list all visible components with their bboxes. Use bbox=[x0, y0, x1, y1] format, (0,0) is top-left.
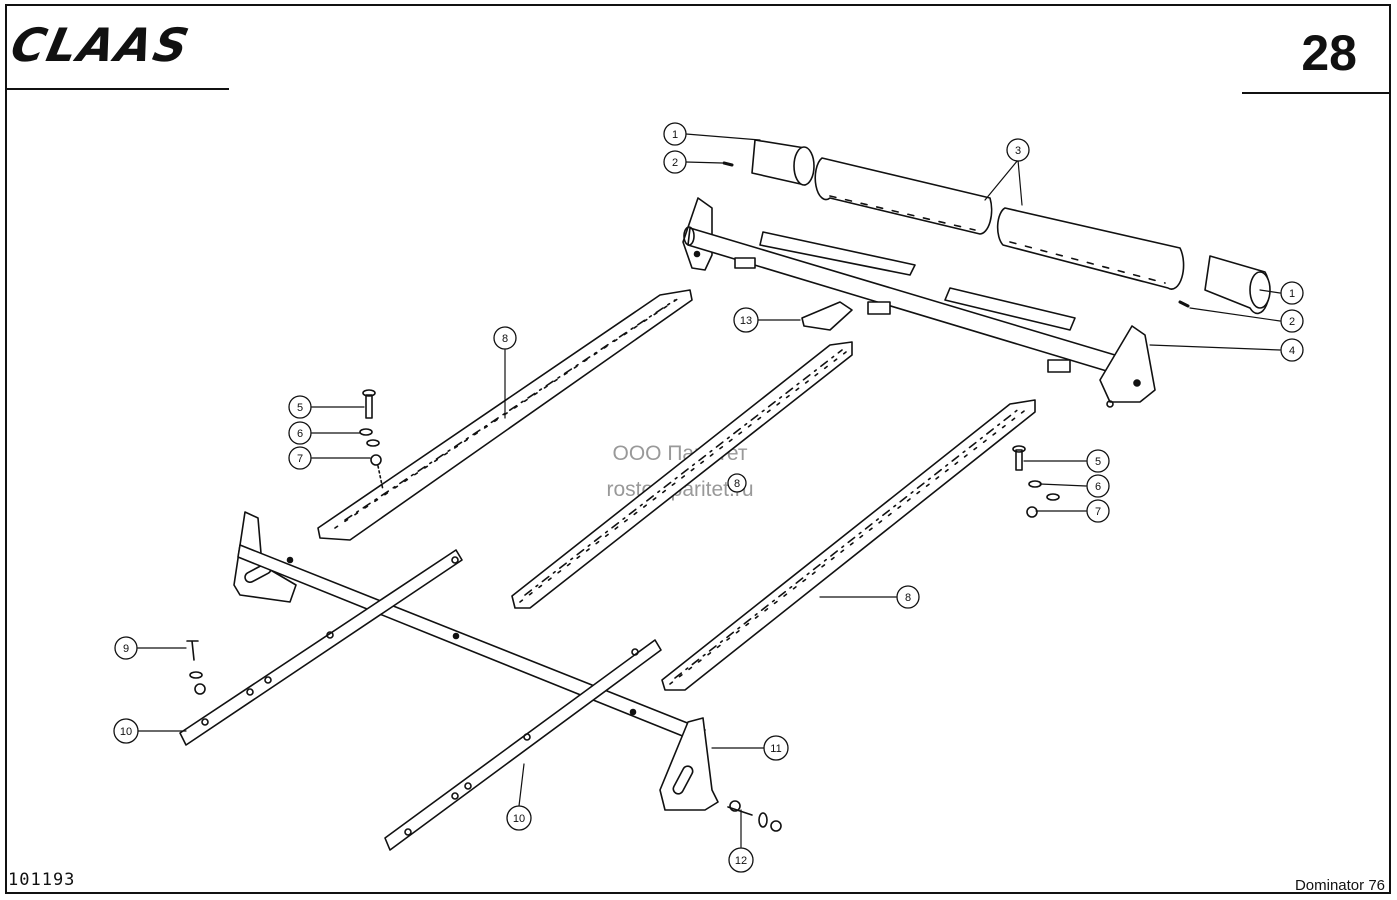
svg-text:10: 10 bbox=[120, 726, 132, 738]
callout-8-right: 8 bbox=[896, 585, 920, 609]
svg-text:6: 6 bbox=[297, 428, 303, 440]
pipe-sleeve-left bbox=[751, 139, 815, 186]
callout-4: 4 bbox=[1280, 338, 1304, 362]
drawing-frame bbox=[5, 4, 1391, 894]
half-shell-right bbox=[996, 207, 1185, 290]
callout-7-right: 7 bbox=[1086, 499, 1110, 523]
callout-12: 12 bbox=[728, 847, 754, 873]
svg-text:9: 9 bbox=[123, 643, 129, 655]
header-rule-left bbox=[5, 88, 229, 90]
flat-bar-left bbox=[179, 549, 463, 746]
callout-13: 13 bbox=[733, 307, 759, 333]
callout-1-top: 1 bbox=[663, 122, 687, 146]
pipe-sleeve-right bbox=[1204, 255, 1271, 315]
page-number: 28 bbox=[1301, 25, 1357, 81]
half-shell-left bbox=[814, 157, 993, 235]
svg-text:5: 5 bbox=[297, 402, 303, 414]
callout-5-left: 5 bbox=[288, 395, 312, 419]
wooden-slat-middle bbox=[511, 341, 853, 609]
callout-11: 11 bbox=[763, 735, 789, 761]
svg-text:1: 1 bbox=[672, 129, 678, 141]
svg-text:7: 7 bbox=[1095, 506, 1101, 518]
svg-text:6: 6 bbox=[1095, 481, 1101, 493]
svg-text:4: 4 bbox=[1289, 345, 1295, 357]
callout-10-left: 10 bbox=[113, 718, 139, 744]
callout-9: 9 bbox=[114, 636, 138, 660]
leader-lines bbox=[137, 133, 1281, 848]
drawing-number: 101193 bbox=[8, 870, 76, 890]
bolt-set-right bbox=[1012, 445, 1060, 518]
callout-8-middle: 8 bbox=[727, 473, 747, 493]
svg-text:2: 2 bbox=[1289, 316, 1295, 328]
callout-7-left: 7 bbox=[288, 446, 312, 470]
bolt-set-left bbox=[359, 389, 384, 491]
small-bracket bbox=[801, 301, 853, 331]
svg-text:3: 3 bbox=[1015, 145, 1021, 157]
callout-2-right: 2 bbox=[1280, 309, 1304, 333]
svg-text:1: 1 bbox=[1289, 288, 1295, 300]
callout-2-top: 2 bbox=[663, 150, 687, 174]
svg-text:10: 10 bbox=[513, 813, 525, 825]
svg-text:8: 8 bbox=[502, 333, 508, 345]
wooden-slat-right bbox=[661, 399, 1036, 691]
pin-left bbox=[722, 161, 734, 167]
svg-text:8: 8 bbox=[734, 478, 740, 490]
callout-8-left: 8 bbox=[493, 326, 517, 350]
svg-text:2: 2 bbox=[672, 157, 678, 169]
flat-bar-right bbox=[384, 639, 662, 851]
svg-text:5: 5 bbox=[1095, 456, 1101, 468]
bolt-set-12 bbox=[727, 800, 782, 832]
svg-text:11: 11 bbox=[770, 743, 781, 755]
callout-5-right: 5 bbox=[1086, 449, 1110, 473]
svg-text:12: 12 bbox=[735, 855, 747, 867]
crossbar-tube bbox=[682, 197, 1156, 408]
callout-10-bottom: 10 bbox=[506, 805, 532, 831]
svg-text:8: 8 bbox=[905, 592, 911, 604]
model-name: Dominator 76 bbox=[1294, 877, 1385, 894]
callout-1-right: 1 bbox=[1280, 281, 1304, 305]
callout-6-left: 6 bbox=[288, 421, 312, 445]
callout-6-right: 6 bbox=[1086, 474, 1110, 498]
svg-text:13: 13 bbox=[740, 315, 752, 327]
svg-text:7: 7 bbox=[297, 453, 303, 465]
bolt-set-9 bbox=[186, 640, 206, 695]
callout-3: 3 bbox=[1006, 138, 1030, 162]
header-rule-right bbox=[1242, 92, 1391, 94]
pin-right bbox=[1178, 300, 1190, 308]
